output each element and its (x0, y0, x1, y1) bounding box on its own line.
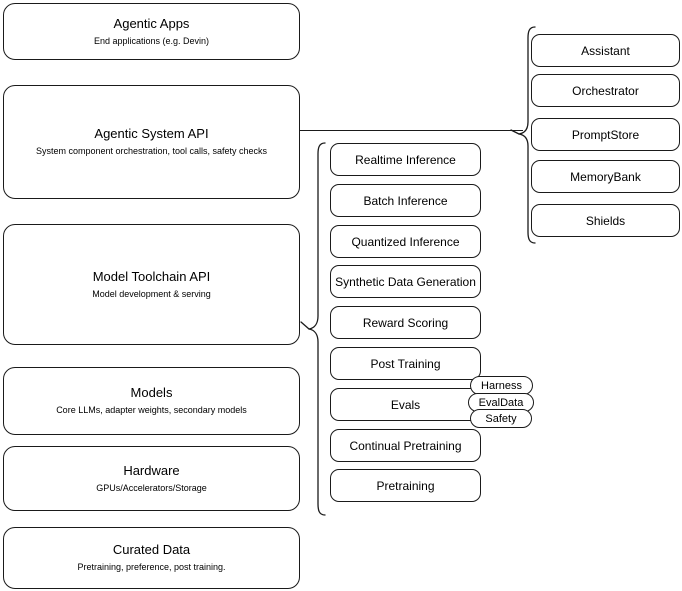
connector-agentic-system-to-components (300, 130, 523, 131)
chip-quantized-inference[interactable]: Quantized Inference (330, 225, 481, 258)
layer-title: Agentic Apps (113, 15, 190, 31)
chip-pretraining[interactable]: Pretraining (330, 469, 481, 502)
layer-subtitle: Model development & serving (92, 288, 211, 299)
chip-synthetic-data-generation[interactable]: Synthetic Data Generation (330, 265, 481, 298)
layer-title: Model Toolchain API (92, 268, 211, 284)
layer-box-agentic-system-api[interactable]: Agentic System API System component orch… (3, 85, 300, 199)
layer-title: Agentic System API (94, 126, 209, 141)
chip-batch-inference[interactable]: Batch Inference (330, 184, 481, 217)
layer-subtitle: Pretraining, preference, post training. (77, 562, 226, 572)
chip-assistant[interactable]: Assistant (531, 34, 680, 67)
chip-realtime-inference[interactable]: Realtime Inference (330, 143, 481, 176)
chip-continual-pretraining[interactable]: Continual Pretraining (330, 429, 481, 462)
chip-shields[interactable]: Shields (531, 204, 680, 237)
chip-memorybank[interactable]: MemoryBank (531, 160, 680, 193)
layer-subtitle: End applications (e.g. Devin) (93, 35, 210, 46)
layer-subtitle: Core LLMs, adapter weights, secondary mo… (56, 405, 247, 415)
layer-box-hardware[interactable]: Hardware GPUs/Accelerators/Storage (3, 446, 300, 511)
brace-toolchain-components (300, 140, 326, 518)
pill-safety[interactable]: Safety (470, 409, 532, 428)
layer-box-curated-data[interactable]: Curated Data Pretraining, preference, po… (3, 527, 300, 589)
chip-promptstore[interactable]: PromptStore (531, 118, 680, 151)
layer-box-models[interactable]: Models Core LLMs, adapter weights, secon… (3, 367, 300, 435)
pill-evaldata[interactable]: EvalData (468, 393, 534, 412)
layer-box-agentic-apps[interactable]: Agentic Apps End applications (e.g. Devi… (3, 3, 300, 60)
layer-subtitle: GPUs/Accelerators/Storage (96, 482, 207, 493)
chip-post-training[interactable]: Post Training (330, 347, 481, 380)
chip-reward-scoring[interactable]: Reward Scoring (330, 306, 481, 339)
layer-box-model-toolchain-api[interactable]: Model Toolchain API Model development & … (3, 224, 300, 345)
chip-evals[interactable]: Evals (330, 388, 481, 421)
chip-orchestrator[interactable]: Orchestrator (531, 74, 680, 107)
layer-title: Hardware (123, 462, 180, 478)
layer-subtitle: System component orchestration, tool cal… (35, 146, 268, 156)
layer-title: Curated Data (112, 542, 191, 557)
layer-title: Models (130, 385, 173, 400)
